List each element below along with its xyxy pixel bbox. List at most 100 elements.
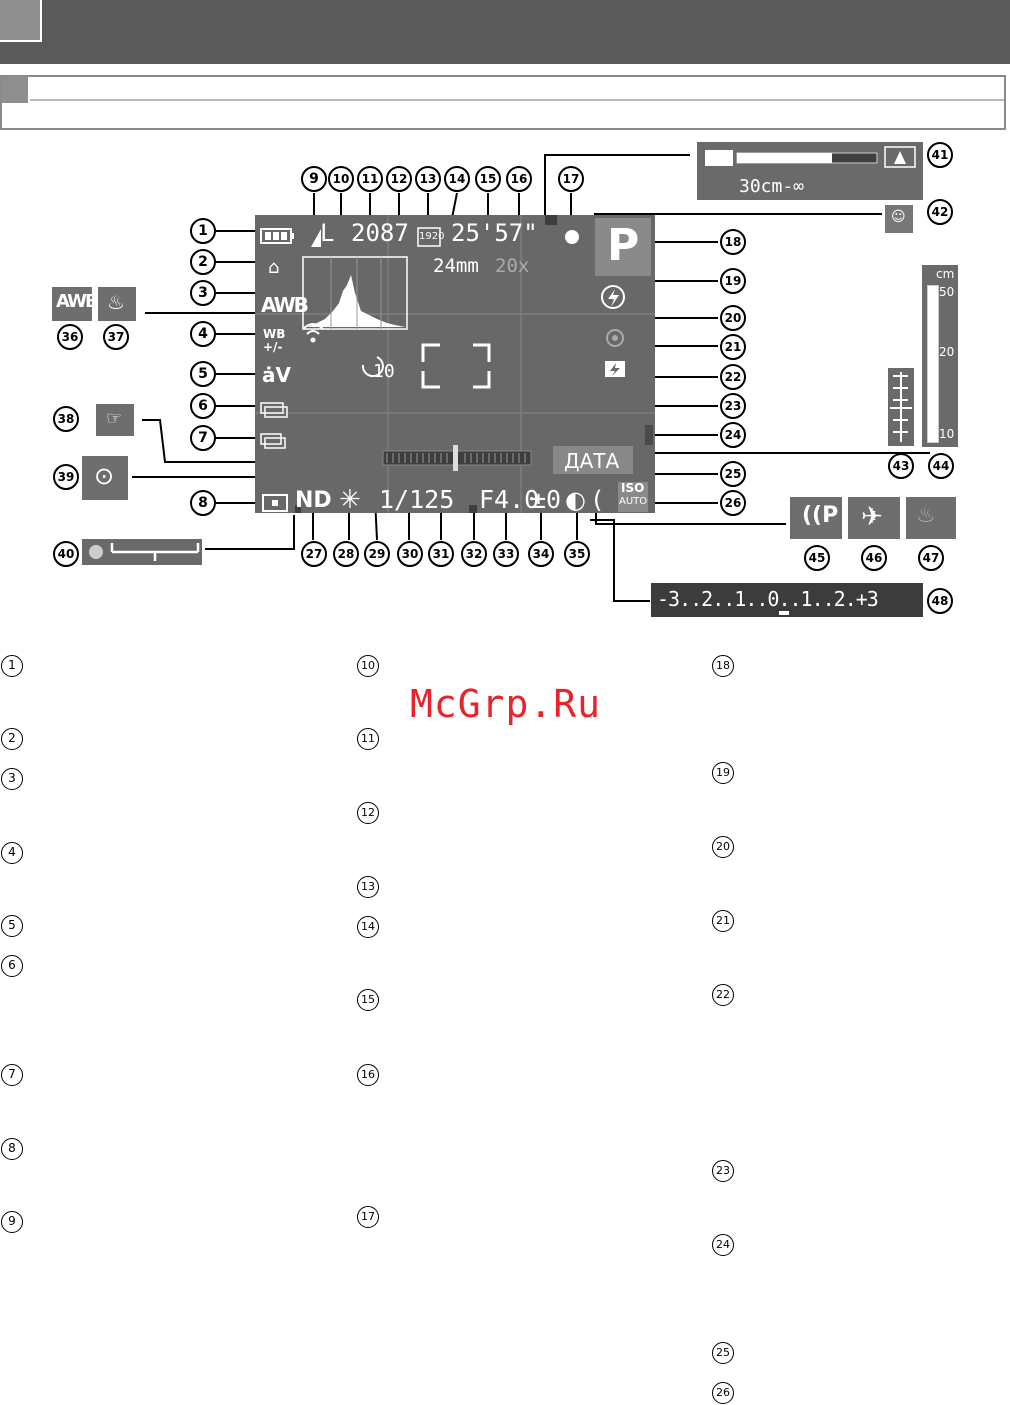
exposure-scale-text: -3..2..1..0..1..2.+3 bbox=[657, 587, 879, 611]
exposure-scale-box: -3..2..1..0..1..2.+3 bbox=[651, 583, 923, 617]
list-item-23: 23 bbox=[712, 1160, 734, 1182]
callout-12: 12 bbox=[386, 166, 412, 192]
face-select-box: ☺ bbox=[885, 205, 913, 233]
list-item-25: 25 bbox=[712, 1342, 734, 1364]
callout-26: 26 bbox=[720, 490, 746, 516]
mf-tick-10: 10 bbox=[939, 427, 955, 441]
daylight-wb-box: ♨ bbox=[98, 287, 136, 321]
wind-filter-box: ♨ bbox=[906, 497, 956, 539]
screen-grid bbox=[255, 215, 655, 513]
section-header-bar bbox=[0, 75, 1006, 130]
callout-45: 45 bbox=[804, 545, 830, 571]
list-item-12: 12 bbox=[357, 802, 379, 824]
i-contrast-icon: ◐ bbox=[565, 486, 586, 514]
exposure-level-graph bbox=[89, 543, 200, 561]
drive-mode-icon bbox=[260, 402, 284, 414]
mf-indicator bbox=[890, 372, 912, 442]
focus-range-box: 30cm-∞ bbox=[697, 142, 923, 200]
shooting-mode: P bbox=[607, 220, 640, 271]
callout-38: 38 bbox=[53, 406, 79, 432]
list-item-18: 18 bbox=[712, 655, 734, 677]
recording-time: 25'57" bbox=[451, 219, 538, 247]
exposure-comp: ±0 bbox=[531, 485, 562, 514]
list-item-2: 2 bbox=[1, 728, 23, 750]
mf-tick-50: 50 bbox=[939, 285, 955, 299]
list-item-6: 6 bbox=[1, 955, 23, 977]
wb-correction: WB +/- bbox=[263, 327, 286, 354]
camera-screen: L 2087 1920 25'57" 24mm 20x P AWB WB +/-… bbox=[255, 215, 655, 515]
list-item-10: 10 bbox=[357, 655, 379, 677]
list-item-20: 20 bbox=[712, 836, 734, 858]
callout-3: 3 bbox=[190, 280, 216, 306]
callout-27: 27 bbox=[301, 541, 327, 567]
header-square bbox=[0, 0, 42, 42]
callout-16: 16 bbox=[506, 166, 532, 192]
list-item-4: 4 bbox=[1, 842, 23, 864]
callout-6: 6 bbox=[190, 393, 216, 419]
mf-scale-bar bbox=[927, 285, 939, 443]
airplane-icon: ✈ bbox=[861, 502, 883, 532]
callout-21: 21 bbox=[720, 334, 746, 360]
list-item-11: 11 bbox=[357, 728, 379, 750]
callout-23: 23 bbox=[720, 393, 746, 419]
callout-46: 46 bbox=[861, 545, 887, 571]
callout-18: 18 bbox=[720, 229, 746, 255]
callout-28: 28 bbox=[333, 541, 359, 567]
zoom-indicator bbox=[453, 445, 458, 471]
list-item-5: 5 bbox=[1, 915, 23, 937]
callout-20: 20 bbox=[720, 305, 746, 331]
section-header-stripe bbox=[30, 77, 1004, 101]
list-item-7: 7 bbox=[1, 1064, 23, 1086]
callout-34: 34 bbox=[528, 541, 554, 567]
camera-shake-icon: ⊙ bbox=[94, 462, 115, 490]
airplane-box: ✈ bbox=[848, 497, 900, 539]
callout-11: 11 bbox=[357, 166, 383, 192]
callout-39: 39 bbox=[53, 464, 79, 490]
metering-icon bbox=[262, 494, 288, 512]
continuous-icon bbox=[260, 433, 282, 445]
af-frame bbox=[421, 343, 491, 389]
list-item-14: 14 bbox=[357, 916, 379, 938]
callout-47: 47 bbox=[918, 545, 944, 571]
list-item-15: 15 bbox=[357, 989, 379, 1011]
callout-7: 7 bbox=[190, 425, 216, 451]
list-item-1: 1 bbox=[1, 655, 23, 677]
callout-19: 19 bbox=[720, 268, 746, 294]
callout-15: 15 bbox=[475, 166, 501, 192]
callout-35: 35 bbox=[564, 541, 590, 567]
movie-quality-icon bbox=[417, 227, 441, 247]
iso-box bbox=[618, 482, 648, 512]
mf-indicator-box bbox=[888, 368, 914, 446]
self-timer-icon bbox=[361, 356, 384, 378]
movie-quality-label: 1920 bbox=[419, 231, 445, 242]
iso-auto-label: AUTO bbox=[619, 496, 648, 507]
mf-unit: cm bbox=[936, 267, 955, 281]
wind-filter-icon: ♨ bbox=[916, 503, 936, 528]
aperture: F4.0 bbox=[479, 485, 540, 514]
auto-mode-icon: ⌂ bbox=[268, 257, 280, 278]
flash-icon bbox=[601, 285, 625, 309]
histogram-graph bbox=[307, 275, 405, 327]
tungsten-icon: ♨ bbox=[107, 290, 125, 314]
shots-remaining: 2087 bbox=[351, 219, 409, 247]
compression-icon bbox=[311, 229, 321, 247]
mf-scale-box: cm 50 20 10 bbox=[922, 265, 958, 447]
focal-length: 24mm bbox=[433, 255, 479, 277]
focus-range-bar bbox=[705, 146, 916, 168]
callout-42: 42 bbox=[927, 199, 953, 225]
red-eye-icon bbox=[606, 329, 624, 347]
white-balance: AWB bbox=[261, 293, 309, 317]
self-timer-value: 10 bbox=[373, 361, 395, 382]
face-select-icon: ☺ bbox=[891, 209, 906, 225]
list-item-3: 3 bbox=[1, 768, 23, 790]
list-item-16: 16 bbox=[357, 1064, 379, 1086]
nd-filter: ND bbox=[295, 488, 332, 513]
callout-32: 32 bbox=[461, 541, 487, 567]
callout-9: 9 bbox=[301, 166, 327, 192]
callout-44: 44 bbox=[928, 453, 954, 479]
date-box bbox=[553, 446, 633, 474]
is-mode-box: ((P bbox=[790, 497, 842, 539]
callout-8: 8 bbox=[190, 490, 216, 516]
callout-10: 10 bbox=[328, 166, 354, 192]
list-item-19: 19 bbox=[712, 762, 734, 784]
